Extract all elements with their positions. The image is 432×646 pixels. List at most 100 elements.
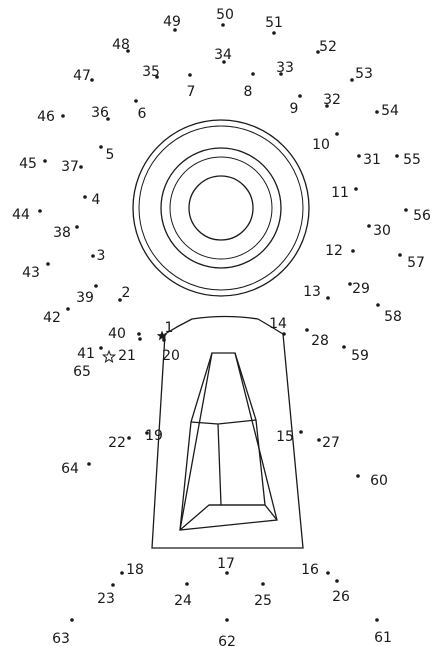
dot-15 (299, 430, 303, 434)
dot-label-30: 30 (373, 223, 391, 239)
dot-label-3: 3 (97, 248, 106, 264)
dot-label-28: 28 (311, 333, 329, 349)
dot-label-9: 9 (290, 101, 299, 117)
dot-7 (188, 73, 192, 77)
dot-46 (61, 114, 65, 118)
dot-label-13: 13 (303, 284, 321, 300)
dot-35 (155, 75, 159, 79)
dot-label-49: 49 (163, 14, 181, 30)
tower-inner-right-rail (221, 352, 266, 506)
dot-12 (351, 249, 355, 253)
dot-4 (83, 195, 87, 199)
dot-55 (395, 154, 399, 158)
dot-47 (90, 78, 94, 82)
dot-label-57: 57 (407, 255, 425, 271)
dot-label-38: 38 (53, 225, 71, 241)
dot-60 (356, 474, 360, 478)
dot-label-44: 44 (12, 207, 30, 223)
dot-18 (120, 571, 124, 575)
dot-label-43: 43 (22, 265, 40, 281)
dot-16 (326, 571, 330, 575)
dot-label-41: 41 (77, 346, 95, 362)
dot-64 (87, 462, 91, 466)
dot-2 (118, 298, 122, 302)
dot-11 (354, 187, 358, 191)
dot-label-25: 25 (254, 593, 272, 609)
dot-34 (222, 60, 226, 64)
dot-label-26: 26 (332, 589, 350, 605)
dot-label-11: 11 (331, 185, 349, 201)
dot-label-61: 61 (374, 630, 392, 646)
dot-24 (185, 582, 189, 586)
dot-8 (251, 72, 255, 76)
dot-label-21: 21 (118, 348, 136, 364)
tower-crossbar (190, 419, 257, 425)
dot-40 (137, 332, 141, 336)
dot-label-39: 39 (76, 290, 94, 306)
dot-label-29: 29 (352, 281, 370, 297)
dot-label-48: 48 (112, 37, 130, 53)
dot-label-8: 8 (244, 84, 253, 100)
dot-label-17: 17 (217, 556, 235, 572)
dot-17 (225, 571, 229, 575)
dot-36 (106, 117, 110, 121)
dot-14 (282, 332, 286, 336)
dot-label-37: 37 (61, 159, 79, 175)
tower-inner-base (209, 504, 278, 521)
dot-label-59: 59 (351, 348, 369, 364)
dot-label-1: 1 (165, 320, 174, 336)
dot-9 (298, 94, 302, 98)
dot-58 (376, 303, 380, 307)
dot-28 (305, 328, 309, 332)
dot-label-2: 2 (122, 285, 131, 301)
ring-inner (188, 175, 254, 241)
dot-label-10: 10 (312, 137, 330, 153)
dot-label-12: 12 (325, 243, 343, 259)
dot-label-19: 19 (145, 428, 163, 444)
dot-label-34: 34 (214, 47, 232, 63)
dot-5 (99, 145, 103, 149)
dot-label-54: 54 (381, 103, 399, 119)
dot-label-18: 18 (126, 562, 144, 578)
tower-inner-frame (179, 352, 278, 531)
dot-37 (79, 165, 83, 169)
dot-label-56: 56 (413, 208, 431, 224)
dot-label-14: 14 (269, 316, 287, 332)
dot-19 (145, 431, 149, 435)
dot-label-22: 22 (108, 435, 126, 451)
dot-27 (317, 438, 321, 442)
dot-label-31: 31 (363, 152, 381, 168)
dot-label-27: 27 (322, 435, 340, 451)
dot-label-40: 40 (108, 326, 126, 342)
dot-label-64: 64 (61, 461, 79, 477)
dot-56 (404, 208, 408, 212)
start-star-icon (156, 330, 168, 341)
dot-61 (375, 618, 379, 622)
dot-label-51: 51 (265, 15, 283, 31)
end-star-icon (102, 349, 116, 364)
dot-label-62: 62 (218, 634, 236, 646)
dot-label-15: 15 (276, 429, 294, 445)
dot-57 (398, 253, 402, 257)
dot-26 (335, 579, 339, 583)
dot-13 (326, 296, 330, 300)
dot-label-5: 5 (106, 147, 115, 163)
dot-54 (375, 110, 379, 114)
dot-10 (335, 132, 339, 136)
dot-50 (221, 23, 225, 27)
dot-label-46: 46 (37, 109, 55, 125)
dot-20 (162, 338, 166, 342)
rings (132, 119, 310, 297)
dot-label-45: 45 (19, 156, 37, 172)
dot-48 (126, 49, 130, 53)
dot-21 (138, 337, 142, 341)
dot-label-65: 65 (73, 364, 91, 380)
dot-label-63: 63 (52, 631, 70, 646)
dot-49 (173, 28, 177, 32)
dot-label-35: 35 (142, 64, 160, 80)
dot-62 (225, 618, 229, 622)
dot-51 (272, 31, 276, 35)
dot-29 (348, 282, 352, 286)
dot-label-47: 47 (73, 68, 91, 84)
dot-30 (367, 224, 371, 228)
